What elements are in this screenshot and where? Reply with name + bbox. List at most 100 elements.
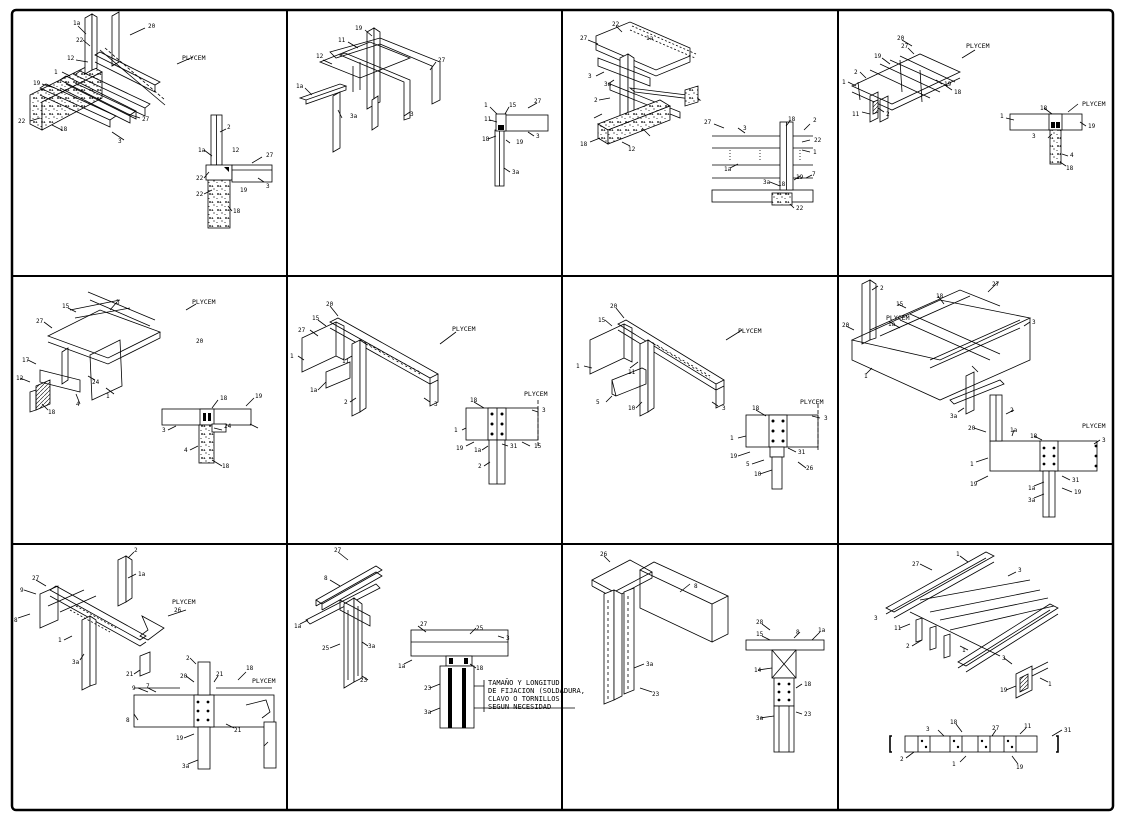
note-line: TAMAÑO Y LONGITUD <box>488 678 560 687</box>
callout: 1a <box>294 623 302 630</box>
callout: 4 <box>1070 152 1074 159</box>
section-drawing <box>494 113 549 187</box>
callout: 15 <box>896 301 904 308</box>
callout: 3a <box>763 179 771 186</box>
brand-note-2: PLYCEM <box>800 398 824 406</box>
callout: 22 <box>612 21 620 28</box>
callout: 1 <box>813 149 817 156</box>
callout: 1 <box>576 363 580 370</box>
callout: 3 <box>542 407 546 414</box>
brand-note: PLYCEM <box>452 325 476 333</box>
callout: 19 <box>1074 489 1082 496</box>
callout: 9 <box>20 587 24 594</box>
callout: 26 <box>600 551 608 558</box>
part-labels: 27 8 1a 25 3a 23 27 25 3 1a 18 23 3a <box>294 547 510 716</box>
callout: 3 <box>116 299 120 306</box>
callout: 8 <box>694 583 698 590</box>
detail-panel-7: 20 15 1 11 5 10 3 18 1 19 5 10 31 26 3 P… <box>576 303 828 490</box>
section-drawing <box>711 121 814 206</box>
callout: 22 <box>196 175 204 182</box>
callout: 15 <box>509 102 517 109</box>
callout: 1 <box>106 393 110 400</box>
note-line: SEGUN NECESIDAD <box>488 703 551 711</box>
leader-lines <box>847 39 1087 167</box>
callout: 1 <box>842 79 846 86</box>
callout: 3 <box>162 427 166 434</box>
detail-panel-6: 20 27 15 1 11 1a 2 3 18 1 19 1a 31 2 15 … <box>290 301 548 485</box>
callout: 1a <box>474 447 482 454</box>
callout: 1 <box>962 647 966 654</box>
brand-note: PLYCEM <box>192 298 216 306</box>
callout: 12 <box>316 53 324 60</box>
callout: 1 <box>864 373 868 380</box>
callout: 12 <box>628 146 636 153</box>
callout: 23 <box>424 685 432 692</box>
callout: 31 <box>1072 477 1080 484</box>
callout: 7 <box>812 171 816 178</box>
callout: 22 <box>18 118 26 125</box>
callout: 3 <box>1018 567 1022 574</box>
leader-lines <box>304 29 538 173</box>
leader-lines <box>19 301 259 467</box>
part-labels: 2 27 1a 9 8 1 3a 26 21 2 20 9 7 8 19 3a … <box>14 547 276 770</box>
callout: 1a <box>296 83 304 90</box>
callout: 27 <box>901 43 909 50</box>
isometric-drawing <box>301 317 439 417</box>
note-block: TAMAÑO Y LONGITUD DE FIJACION (SOLDADURA… <box>474 678 585 712</box>
callout: 18 <box>222 463 230 470</box>
callout: 27 <box>580 35 588 42</box>
callout: 22 <box>76 37 84 44</box>
callout: 11 <box>342 358 350 365</box>
callout: 2 <box>594 97 598 104</box>
callout: 17 <box>22 357 30 364</box>
callout: 23 <box>652 691 660 698</box>
callout: 20 <box>968 425 976 432</box>
callout: 22 <box>196 191 204 198</box>
callout: 18 <box>246 665 254 672</box>
callout: 1a <box>818 627 826 634</box>
callout: 19 <box>33 80 41 87</box>
callout: 3 <box>1032 319 1036 326</box>
callout: 27 <box>266 152 274 159</box>
callout: 11 <box>894 625 902 632</box>
callout: 3 <box>434 401 438 408</box>
callout: 1a <box>1010 427 1018 434</box>
callout: 2 <box>886 111 890 118</box>
isometric-drawing <box>29 11 166 131</box>
callout: 19 <box>874 53 882 60</box>
part-labels: 20 27 19 2 1 11 2 19 1 18 19 3 18 4 18 P… <box>842 35 1106 172</box>
leader-lines <box>899 555 1063 765</box>
callout: 18 <box>1066 165 1074 172</box>
callout: 27 <box>36 318 44 325</box>
callout: 20 <box>180 673 188 680</box>
callout: 19 <box>970 481 978 488</box>
callout: 27 <box>704 119 712 126</box>
callout: 23 <box>360 677 368 684</box>
detail-panel-2: 19 11 12 1a 3a 27 3 1 15 27 11 3 18 19 3… <box>296 25 549 187</box>
callout: 8 <box>324 575 328 582</box>
callout: 26 <box>806 465 814 472</box>
part-labels: 20 27 15 1 11 1a 2 3 18 1 19 1a 31 2 15 … <box>290 301 548 470</box>
callout: 18 <box>233 208 241 215</box>
note-line: DE FIJACION (SOLDADURA, <box>488 687 585 695</box>
brand-note-2: PLYCEM <box>1082 100 1106 108</box>
callout: 27 <box>992 725 1000 732</box>
callout: 9 <box>132 685 136 692</box>
callout: 20 <box>326 301 334 308</box>
callout: 3 <box>588 73 592 80</box>
part-labels: 19 11 12 1a 3a 27 3 1 15 27 11 3 18 19 3… <box>296 25 542 176</box>
callout: 23 <box>804 711 812 718</box>
leader-lines <box>299 551 505 713</box>
callout: 1a <box>724 166 732 173</box>
isometric-drawing <box>29 291 162 413</box>
leader-lines <box>845 281 1101 499</box>
callout: 15 <box>598 317 606 324</box>
callout: 18 <box>1040 105 1048 112</box>
callout: 25 <box>476 625 484 632</box>
callout: 2 <box>227 124 231 131</box>
callout: 18 <box>752 405 760 412</box>
callout: 1a <box>1028 485 1036 492</box>
callout: 18 <box>60 126 68 133</box>
callout: 1a <box>888 321 896 328</box>
